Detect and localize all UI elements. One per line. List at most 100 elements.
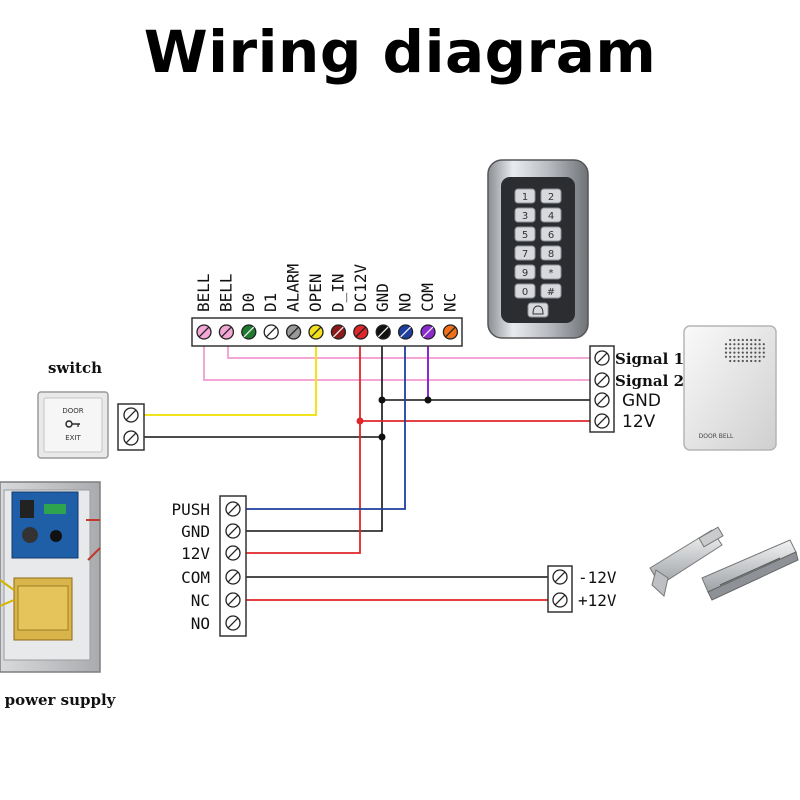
power-supply-terminal-screw [225,569,241,585]
page-title: Wiring diagram [143,18,657,86]
wires [142,333,600,601]
controller-terminal-label: COM [418,283,437,312]
lock-terminal-block: -12V +12V [547,565,617,613]
controller-terminal-screw [241,324,257,340]
keypad-key: 9 [514,264,536,280]
keypad-key: 2 [540,188,562,204]
switch-label: switch [48,359,102,377]
power-supply-device [0,481,101,673]
svg-text:6: 6 [548,230,554,241]
keypad-key: * [540,264,562,280]
controller-terminal-label: DC12V [351,263,370,312]
power-supply-terminal-label: NO [191,614,210,633]
controller-terminal-label: GND [373,283,392,312]
wire-gnd-main [244,333,383,532]
keypad-key: 8 [540,245,562,261]
power-supply-terminal-label: NC [191,591,210,610]
controller-terminal-screw [263,324,279,340]
keypad-key: 1 [514,188,536,204]
doorbell-terminal-screw [594,350,610,366]
svg-text:5: 5 [522,230,528,241]
bell-key-icon [527,302,549,318]
keypad-key: 4 [540,207,562,223]
doorbell-terminal-label: GND [622,391,661,411]
controller-terminal-label: OPEN [306,273,325,312]
power-supply-terminal-block: PUSH GND 12V COM NC NO [171,495,247,637]
doorbell-terminal-label: 12V [622,412,656,432]
switch-terminal-screw [123,430,139,446]
svg-text:7: 7 [522,249,528,260]
keypad-key: 5 [514,226,536,242]
keypad-device: 1 2 3 4 5 6 7 8 9 * 0 # [487,159,589,339]
junction-dot [378,433,386,441]
doorbell-device-text: DOOR BELL [699,433,734,440]
wire-no-push [244,333,406,510]
doorbell-terminal-screw [594,372,610,388]
controller-terminal-screw [353,324,369,340]
power-supply-terminal-screw [225,523,241,539]
switch-terminal-block [117,403,145,451]
doorbell-terminal-screw [594,413,610,429]
junction-dot [356,417,364,425]
keypad-key: 3 [514,207,536,223]
wire-open-switch [142,333,317,416]
svg-text:1: 1 [522,192,528,203]
power-supply-label: power supply [5,691,117,709]
electric-lock-device [649,526,799,601]
junction-dot [378,396,386,404]
doorbell-terminal-label: Signal 2 [615,372,684,390]
controller-terminal-screw [330,324,347,340]
lock-terminal-label: +12V [578,591,617,610]
controller-terminal-label: D0 [239,293,258,312]
switch-text-top: DOOR [62,407,83,415]
controller-terminal-label: D1 [261,293,280,312]
power-supply-terminal-screw [225,592,241,608]
svg-text:8: 8 [548,249,554,260]
doorbell-terminal-label: Signal 1 [615,350,684,368]
controller-terminal-screw [285,324,302,340]
controller-terminal-label: NC [440,293,459,312]
power-supply-terminal-screw [225,545,241,561]
wire-12v-main [244,333,361,554]
controller-terminal-screw [375,324,391,340]
junction-dot [424,396,432,404]
svg-text:0: 0 [522,287,528,298]
controller-terminal-label: NO [396,293,415,312]
power-supply-terminal-label: GND [181,522,210,541]
switch-text-bottom: EXIT [65,434,81,442]
power-supply-terminal-label: 12V [181,544,210,563]
lock-terminal-screw [552,592,568,608]
svg-text:2: 2 [548,192,554,203]
controller-terminal-screw [218,324,235,340]
doorbell-terminal-screw [594,392,610,408]
svg-text:#: # [547,287,555,298]
power-supply-terminal-screw [225,501,241,517]
keypad-key: 6 [540,226,562,242]
lock-terminal-screw [552,569,568,585]
wire-bell-signal1 [203,333,600,381]
doorbell-device: DOOR BELL [683,325,777,451]
controller-terminal-screw [397,324,414,340]
exit-switch: DOOR EXIT [37,391,109,459]
controller-terminal-screw [442,324,459,340]
lock-terminal-label: -12V [578,568,617,587]
controller-terminal-label: D_IN [328,273,347,312]
svg-text:*: * [549,268,554,279]
controller-terminal-screw [420,324,436,340]
keypad-key: 7 [514,245,536,261]
svg-text:4: 4 [548,211,554,222]
power-supply-terminal-screw [225,615,241,631]
keypad-key: # [540,283,562,299]
power-supply-terminal-label: PUSH [171,500,210,519]
controller-terminal-screw [196,324,212,340]
controller-terminal-label: ALARM [284,264,303,312]
power-supply-terminal-label: COM [181,568,210,587]
svg-text:9: 9 [522,268,528,279]
controller-terminal-screw [308,324,324,340]
controller-terminal-label: BELL [194,273,213,312]
keypad-key: 0 [514,283,536,299]
key-icon [65,420,80,428]
svg-text:3: 3 [522,211,528,222]
